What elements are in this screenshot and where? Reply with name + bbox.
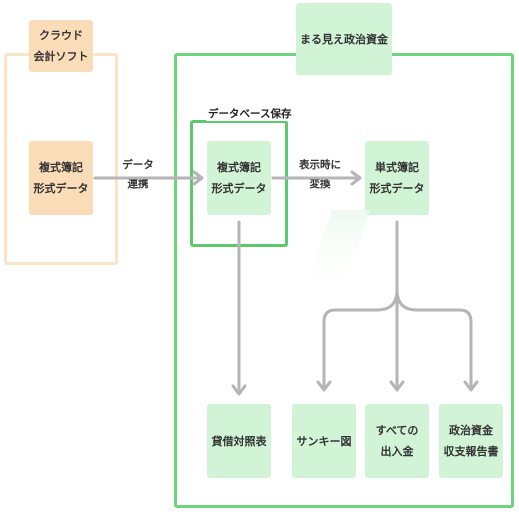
balance-sheet-box: 貸借対照表 bbox=[207, 404, 271, 478]
double-entry-data-box: 複式簿記 形式データ bbox=[207, 141, 271, 215]
political-fund-report-box: 政治資金 収支報告書 bbox=[439, 404, 503, 478]
arrowhead-data-link bbox=[192, 170, 204, 186]
convert-on-display-label: 表示時に 変換 bbox=[299, 159, 341, 190]
single-entry-data-box: 単式簿記 形式データ bbox=[365, 141, 429, 215]
arrowhead-all-income-expense bbox=[389, 380, 405, 392]
mierukaseiji-title: まる見え政治資金 bbox=[296, 3, 392, 75]
cloud-software-title: クラウド 会計ソフト bbox=[29, 20, 93, 72]
sankey-diagram-box: サンキー図 bbox=[292, 404, 356, 478]
conversion-beam bbox=[300, 210, 370, 300]
arrowhead-political-fund-report bbox=[463, 380, 479, 392]
database-storage-label: データベース保存 bbox=[206, 108, 294, 121]
data-link-label: データ 連携 bbox=[122, 159, 154, 190]
arrowhead-balance-sheet bbox=[231, 384, 247, 396]
arrowhead-sankey bbox=[316, 380, 332, 392]
brace-right bbox=[395, 288, 473, 390]
cloud-double-entry-data-box: 複式簿記 形式データ bbox=[29, 141, 93, 215]
arrowhead-convert bbox=[350, 170, 362, 186]
all-income-expense-box: すべての 出入金 bbox=[365, 404, 429, 478]
brace bbox=[322, 288, 399, 390]
